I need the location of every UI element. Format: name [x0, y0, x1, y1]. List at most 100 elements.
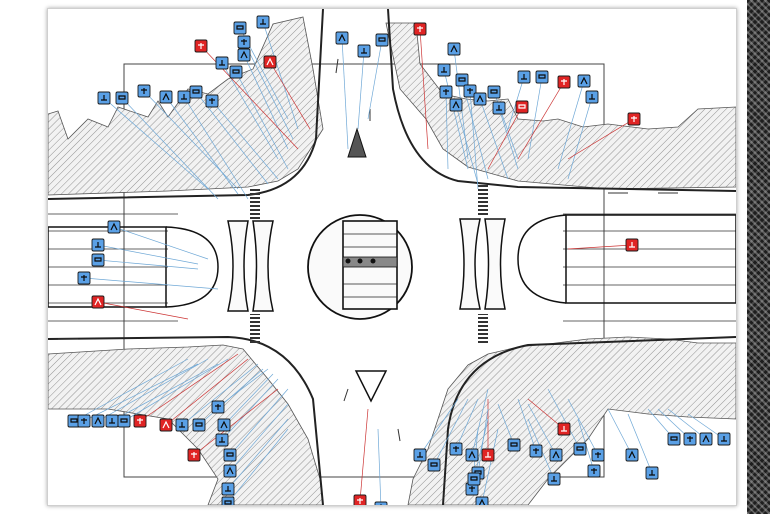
leader-line-removed [139, 353, 239, 422]
existing-sign-icon [645, 466, 659, 480]
leader-line [567, 96, 593, 180]
existing-bicycle-icon [217, 418, 231, 432]
leader-line [123, 358, 229, 422]
leader-line [481, 428, 499, 504]
existing-car-icon [91, 238, 105, 252]
removed-palm-tree-icon [159, 418, 173, 432]
existing-kiosk-icon [487, 85, 501, 99]
removed-planter-icon [187, 448, 201, 462]
site-plan-frame [47, 8, 737, 506]
leader-line [527, 76, 543, 160]
leader-line [517, 398, 537, 452]
leader-line [113, 226, 209, 260]
central-island [307, 214, 413, 320]
leader-line [221, 62, 279, 160]
leader-line [498, 107, 519, 170]
existing-palm-tree-icon [229, 65, 243, 79]
existing-bin-icon [374, 501, 388, 505]
leader-line [547, 388, 581, 450]
leader-line [227, 418, 289, 490]
existing-bench-icon [221, 482, 235, 496]
leader-line [181, 363, 259, 426]
existing-lamp-post-icon [625, 448, 639, 462]
leader-line [243, 54, 289, 150]
intersection-plan [48, 9, 736, 505]
existing-kiosk-icon [223, 448, 237, 462]
existing-phone-booth-icon [77, 271, 91, 285]
removed-sign-icon [353, 494, 367, 505]
removed-tree-icon [194, 39, 208, 53]
existing-phone-booth-icon [137, 84, 151, 98]
leader-line [567, 398, 599, 456]
leader-line [97, 244, 199, 265]
existing-bench-icon [591, 448, 605, 462]
existing-bollard-icon [683, 432, 697, 446]
existing-planter-icon [587, 464, 601, 478]
removed-car-icon [481, 448, 495, 462]
existing-signal-icon [449, 98, 463, 112]
building-top-right [385, 22, 736, 190]
leader-line [471, 388, 489, 456]
leader-line [223, 373, 274, 426]
existing-bicycle-icon [473, 92, 487, 106]
leader-line [229, 403, 289, 472]
existing-sign-icon [357, 44, 371, 58]
existing-kiosk-icon [467, 472, 481, 486]
existing-bicycle-icon [507, 438, 521, 452]
leader-line-removed [567, 118, 635, 160]
leader-line [367, 39, 383, 120]
pedestrian-islands [227, 218, 506, 312]
existing-tree-icon [449, 442, 463, 456]
existing-signal-icon [189, 85, 203, 99]
leader-line [469, 90, 479, 190]
existing-kiosk-icon [549, 448, 563, 462]
existing-bench-icon [517, 70, 531, 84]
existing-planter-icon [177, 90, 191, 104]
existing-lamp-post-icon [221, 496, 235, 505]
leader-line [243, 41, 294, 140]
leader-line [227, 428, 289, 504]
leader-line [103, 97, 209, 190]
leader-line [183, 96, 249, 200]
existing-bicycle-icon [475, 496, 489, 505]
existing-planter-icon [439, 85, 453, 99]
existing-bin-icon [237, 48, 251, 62]
existing-lamp-post-icon [535, 70, 549, 84]
leader-line-removed [517, 81, 565, 160]
leader-line [262, 21, 299, 130]
leader-line [97, 259, 199, 270]
existing-bench-icon [256, 15, 270, 29]
leader-line [217, 368, 269, 408]
building-top-left [48, 16, 324, 196]
existing-car-icon [211, 400, 225, 414]
removed-bus-stop-icon [263, 55, 277, 69]
leader-line [479, 98, 509, 180]
existing-bicycle-icon [91, 253, 105, 267]
crosswalks [250, 185, 488, 344]
leader-line-removed [165, 358, 249, 426]
building-bottom-right [407, 336, 736, 505]
leader-line [627, 413, 653, 474]
leader-line [557, 80, 585, 170]
leader-line [497, 403, 515, 446]
existing-bus-stop-icon [107, 220, 121, 234]
existing-bus-stop-icon [455, 73, 469, 87]
existing-lamp-post-icon [91, 414, 105, 428]
existing-palm-tree-icon [427, 458, 441, 472]
existing-bin-icon [667, 432, 681, 446]
leader-line-removed [487, 106, 523, 170]
leader-line [229, 388, 289, 456]
removed-tree-icon [627, 112, 641, 126]
leader-line [607, 408, 633, 456]
leader-line-removed [97, 301, 189, 320]
removed-planter-icon [557, 422, 571, 436]
leader-line-removed [193, 388, 279, 456]
existing-car-icon [463, 84, 477, 98]
removed-planter-icon [625, 238, 639, 252]
existing-tree-icon [717, 432, 731, 446]
leader-line [455, 104, 479, 185]
existing-car-icon [97, 91, 111, 105]
leader-line [165, 96, 239, 195]
leader-line [111, 363, 219, 422]
removed-kiosk-icon [91, 295, 105, 309]
